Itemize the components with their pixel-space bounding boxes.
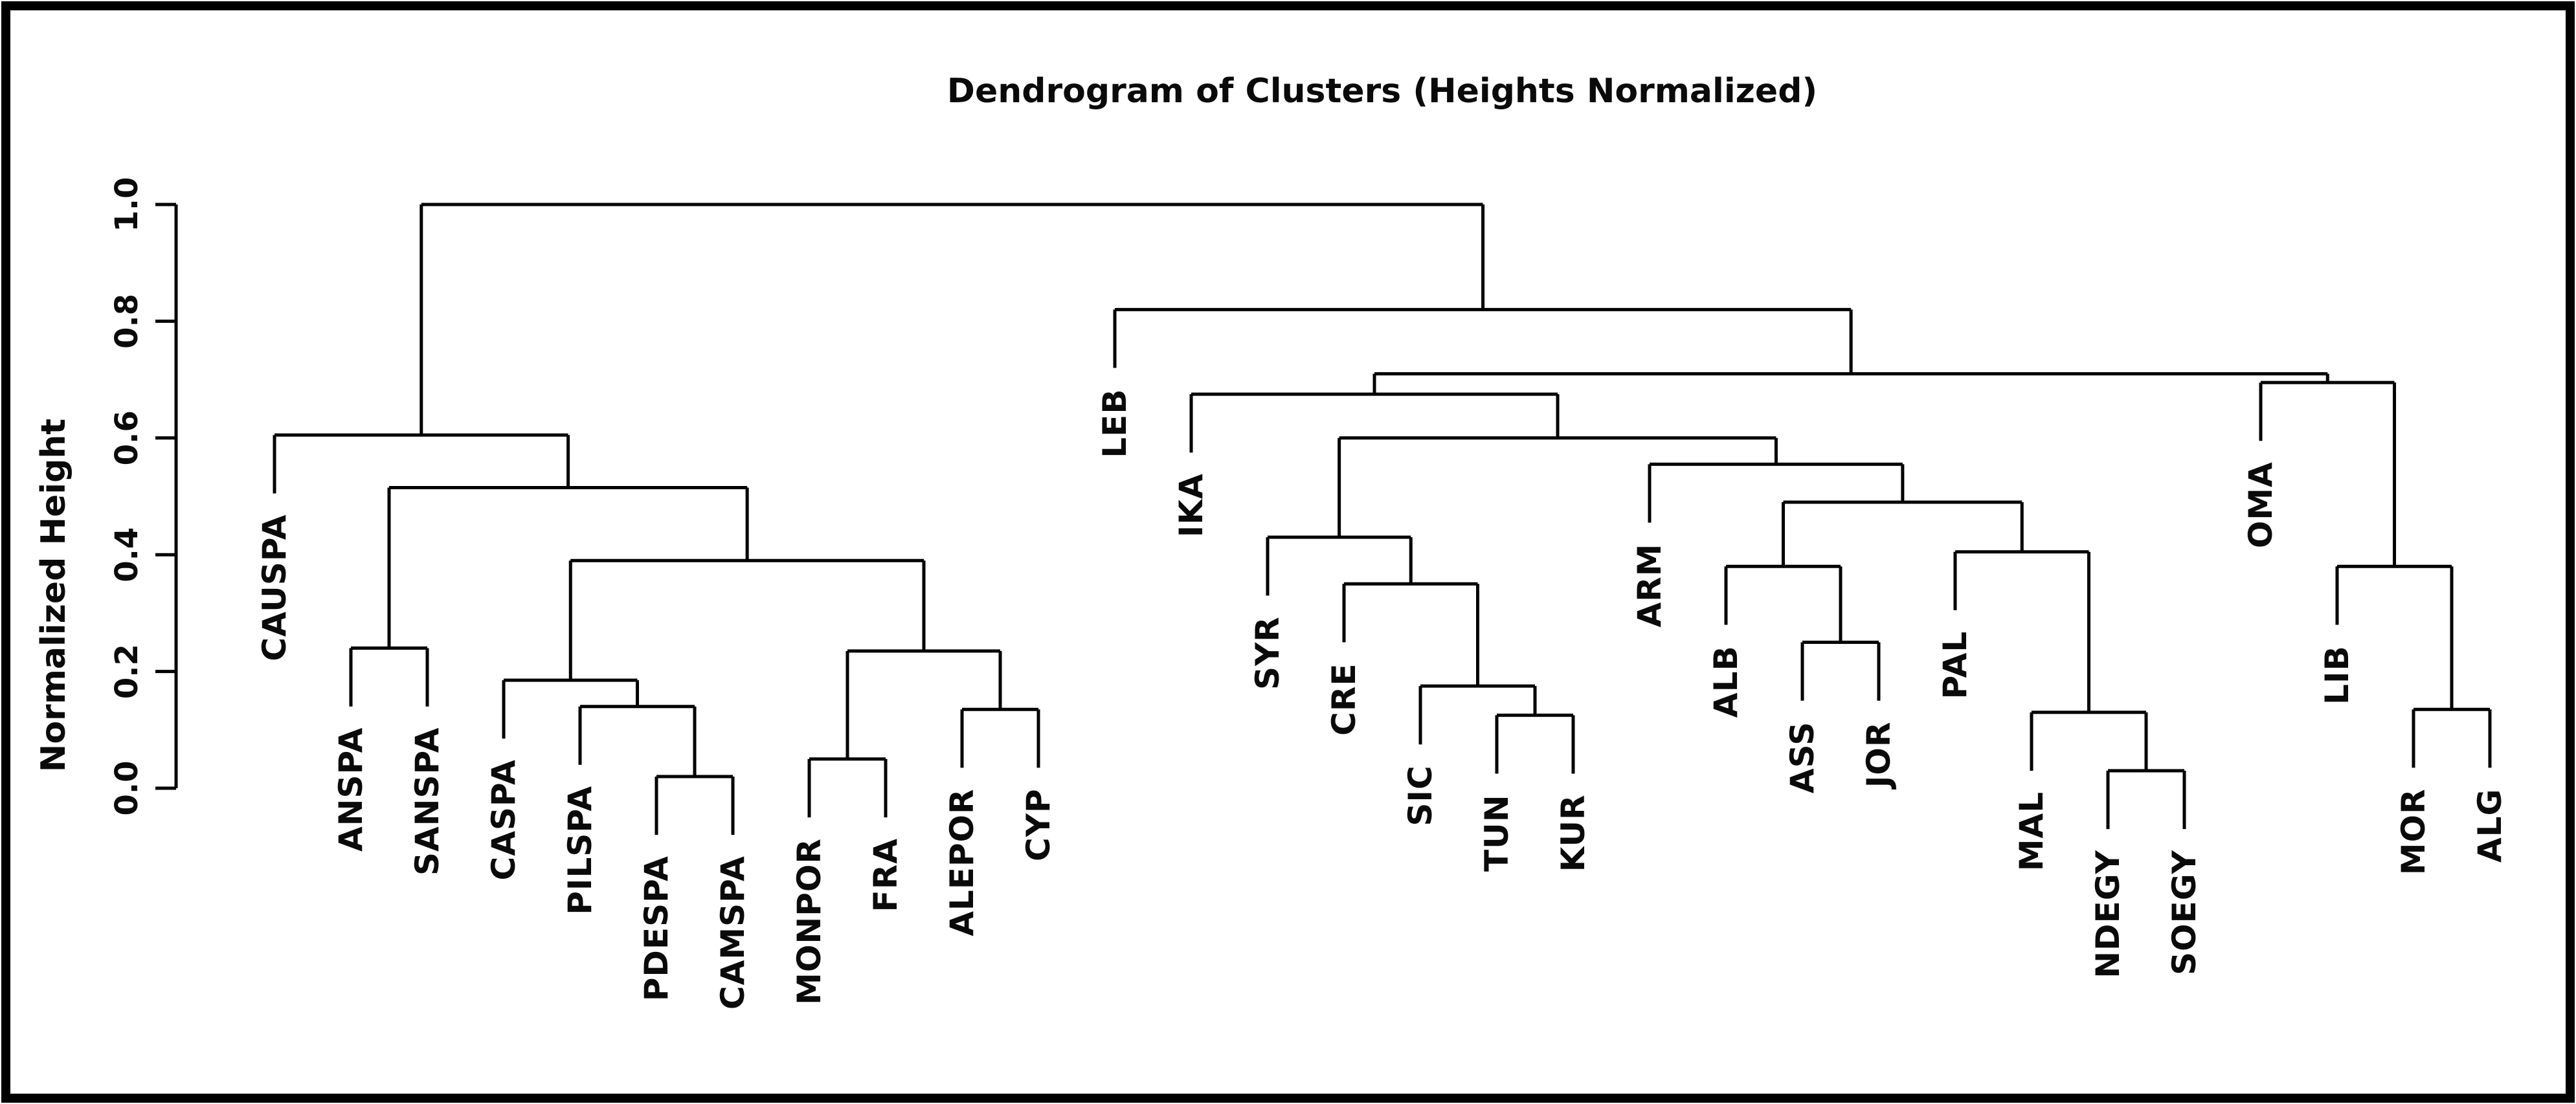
- y-tick-label: 0.4: [109, 527, 145, 582]
- leaf-label: ANSPA: [332, 727, 370, 852]
- leaf-label: PILSPA: [561, 786, 599, 915]
- leaf-label: ALEPOR: [943, 788, 981, 936]
- leaf-label: KUR: [1554, 794, 1592, 872]
- y-axis-title: Normalized Height: [34, 419, 73, 772]
- leaf-label: LIB: [2318, 645, 2356, 705]
- leaf-label: LEB: [1096, 389, 1134, 458]
- leaf-label: ALG: [2471, 788, 2509, 863]
- leaf-label: SIC: [1402, 765, 1439, 826]
- leaf-label: SYR: [1249, 616, 1286, 690]
- leaf-label: CRE: [1325, 663, 1363, 736]
- leaf-label: PAL: [1936, 631, 1974, 700]
- leaf-label: IKA: [1172, 473, 1210, 537]
- leaf-label: FRA: [867, 838, 904, 912]
- y-tick-label: 0.6: [109, 410, 145, 465]
- leaf-label: ARM: [1631, 544, 1668, 628]
- leaf-label: CASPA: [485, 759, 522, 880]
- y-tick-label: 0.0: [109, 760, 145, 815]
- leaf-label: MAL: [2013, 791, 2050, 871]
- chart-title: Dendrogram of Clusters (Heights Normaliz…: [947, 72, 1817, 111]
- leaf-label: ASS: [1784, 722, 1821, 793]
- leaf-label: JOR: [1860, 722, 1898, 790]
- leaf-label: CYP: [1020, 788, 1057, 861]
- y-axis: 0.0 0.2 0.4 0.6 0.8 1.0: [109, 177, 178, 816]
- leaf-label: MONPOR: [790, 838, 828, 1005]
- y-tick-label: 0.8: [109, 294, 145, 349]
- leaf-label: PDESPA: [638, 856, 675, 1001]
- leaf-label: ALB: [1707, 645, 1745, 718]
- leaf-label: TUN: [1478, 794, 1516, 872]
- dendrogram-tree: CAUSPA ANSPA SANSPA CASPA PILSPA PDESPA CAMSPA…: [256, 203, 2509, 1010]
- leaf-label: CAUSPA: [256, 514, 293, 661]
- leaf-label: SOEGY: [2166, 850, 2203, 975]
- y-tick-label: 0.2: [109, 644, 145, 699]
- leaf-label: OMA: [2242, 461, 2279, 548]
- leaf-label: MOR: [2395, 788, 2432, 875]
- leaf-label: CAMSPA: [714, 856, 752, 1010]
- leaf-label: SANSPA: [409, 727, 446, 876]
- leaf-label: NDEGY: [2089, 850, 2127, 978]
- y-tick-label: 1.0: [109, 177, 145, 232]
